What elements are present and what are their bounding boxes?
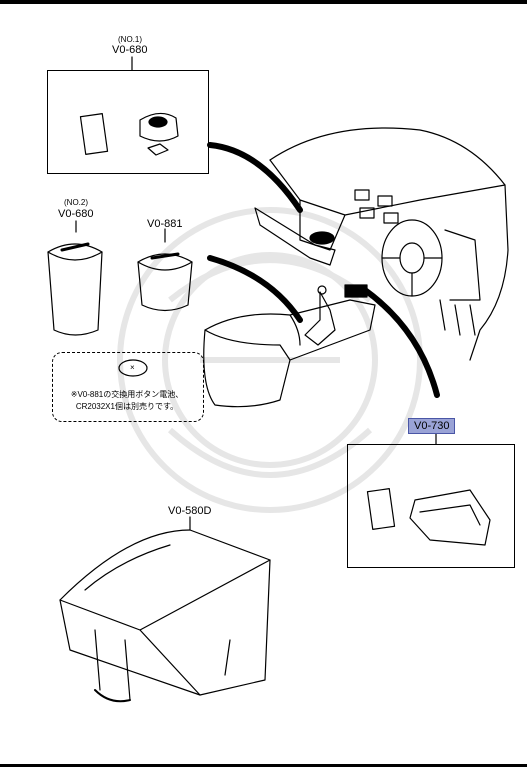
dashboard-outline [269, 127, 509, 361]
center-console [203, 299, 376, 408]
part-no1-sub-label: (NO.1) [118, 35, 142, 44]
part-no1-code-label: V0-680 [112, 44, 148, 56]
part-no1-box [47, 70, 209, 174]
battery-symbol: × [130, 363, 135, 372]
battery-note-line2: CR2032X1個は別売りです。 [75, 402, 179, 411]
bag-v0-580d [59, 529, 271, 696]
part-v0-730-label: V0-730 [408, 418, 456, 434]
part-v0-730-box [347, 444, 515, 568]
battery-note-line1: ※V0-881の交換用ボタン電池、 [70, 390, 184, 399]
part-no2-code-label: V0-680 [58, 208, 94, 220]
part-v0-881-label: V0-881 [147, 218, 183, 230]
top-rule [0, 0, 527, 4]
ashtray-v0-881 [137, 253, 193, 312]
cupholder-no2 [47, 243, 103, 336]
part-v0-580d-label: V0-580D [168, 505, 212, 517]
battery-note-box [52, 352, 204, 422]
part-no2-sub-label: (NO.2) [64, 198, 88, 207]
bottom-rule [0, 764, 527, 767]
